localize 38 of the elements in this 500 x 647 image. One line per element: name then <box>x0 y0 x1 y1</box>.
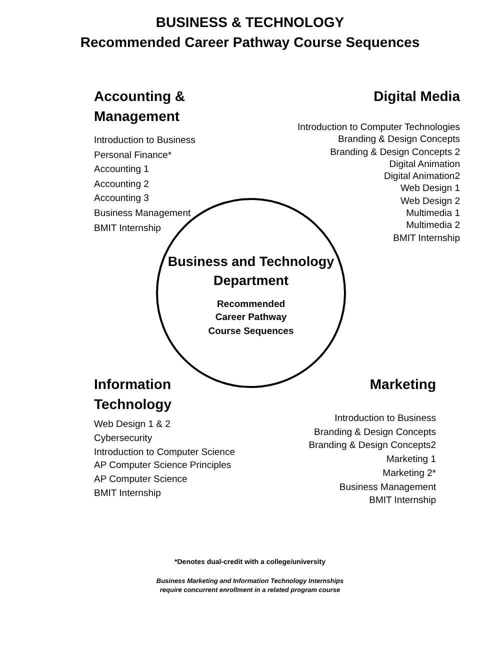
course-name: Digital Animation2 <box>382 171 460 184</box>
course-name: BMIT Internship <box>94 486 162 501</box>
course-name: Business Management <box>94 206 192 221</box>
department-name: Business and Technology Department <box>166 252 336 290</box>
course-name: Cybersecurity <box>94 432 154 446</box>
course-name: BMIT Internship <box>392 232 460 245</box>
course-name: Marketing 2* <box>382 466 436 481</box>
course-name: Web Design 1 & 2 <box>94 418 172 432</box>
course-name: BMIT Internship <box>368 494 436 508</box>
course-name: Introduction to Computer Science <box>94 446 235 460</box>
diagram-title: BUSINESS & TECHNOLOGY <box>154 13 346 32</box>
course-name: AP Computer Science <box>94 473 188 487</box>
course-name: Accounting 1 <box>94 163 150 178</box>
course-name: Accounting 2 <box>94 178 150 192</box>
course-name: BMIT Internship <box>94 222 162 236</box>
course-name: Introduction to Business <box>334 412 436 426</box>
course-name: Digital Animation <box>388 158 460 172</box>
course-name: Multimedia 1 <box>405 208 460 220</box>
course-name: Branding & Design Concepts <box>337 134 460 147</box>
course-name: AP Computer Science Principles <box>94 459 232 474</box>
circle-subtitle: Recommended Career Pathway Course Sequences <box>207 298 295 338</box>
course-name: Web Design 1 <box>400 183 460 196</box>
pathway-heading: Marketing <box>368 375 436 394</box>
course-name: Introduction to Business <box>94 134 196 148</box>
course-name: Branding & Design Concepts 2 <box>329 146 460 159</box>
course-name: Branding & Design Concepts2 <box>308 439 436 454</box>
course-name: Branding & Design Concepts <box>313 426 436 440</box>
course-name: Marketing 1 <box>385 453 436 467</box>
course-name: Introduction to Computer Technologies <box>298 122 460 134</box>
course-name: Business Management <box>338 480 436 494</box>
course-name: Accounting 3 <box>94 192 150 206</box>
pathway-heading: Accounting & Management <box>94 87 186 126</box>
pathway-heading: Information Technology <box>94 375 173 414</box>
diagram-subtitle: Recommended Career Pathway Course Sequences <box>79 33 421 52</box>
course-name: Multimedia 2 <box>405 220 460 233</box>
course-name: Web Design 2 <box>400 196 460 208</box>
course-name: Personal Finance* <box>94 148 173 163</box>
pathway-heading: Digital Media <box>372 87 460 106</box>
